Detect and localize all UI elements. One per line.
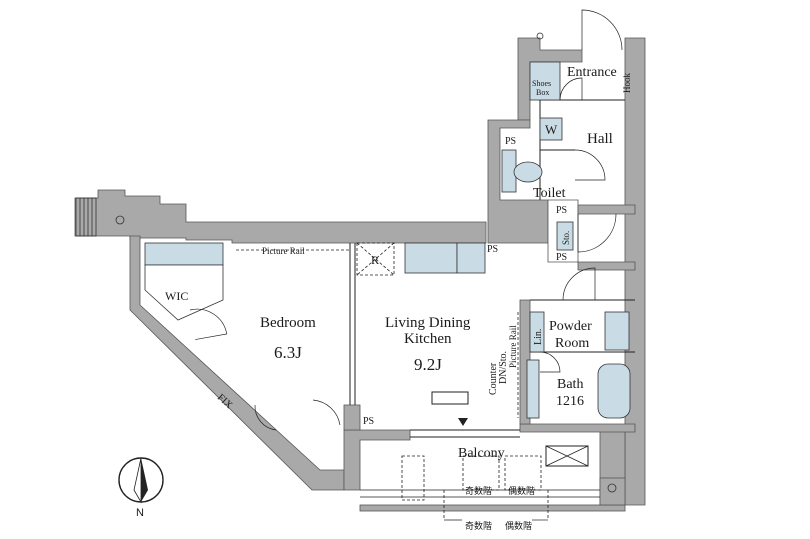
label-bottom-odd: 奇数階 [465,520,492,531]
doors [189,9,623,431]
label-bath-size: 1216 [556,394,584,409]
label-ps-bottom: PS [363,416,374,427]
kitchen-sink [404,242,458,274]
label-powder-line1: Powder [549,319,592,334]
bathtub [597,363,631,419]
washer-space [539,117,563,141]
wic-area [144,264,224,321]
label-entrance: Entrance [567,65,617,80]
label-ldk-line1: Living Dining [385,315,471,331]
leader-lines [443,490,549,521]
label-ladder-odd: 奇数階 [465,485,492,496]
label-ps-mid2: PS [556,252,567,263]
label-sto: Sto. [561,231,571,245]
label-dn-sto: DN/Sto. [498,351,509,384]
label-ldk-size: 9.2J [414,355,442,374]
shoes-box [529,61,561,101]
label-toilet: Toilet [533,186,566,201]
dashed-elements [236,242,589,501]
label-picture-rail-ldk: Picture Rail [508,325,518,368]
label-r: R [371,253,379,267]
wic-shelf [144,242,224,266]
label-bath: Bath [557,377,583,392]
label-box: Box [536,88,549,97]
fixtures [144,61,631,419]
label-counter: Counter [488,362,499,395]
label-north: N [136,507,144,519]
label-ldk-line2: Kitchen [404,331,452,347]
label-powder-line2: Room [555,336,589,351]
counter-block [526,359,540,419]
kitchen-stove [456,242,486,274]
label-shoes: Shoes [532,79,551,88]
sto-cabinet [556,221,574,251]
label-bedroom-size: 6.3J [274,343,302,362]
north-arrow-icon [141,458,148,502]
drain-icon [607,483,617,493]
left-balcony-rail [75,197,125,237]
label-ps-top: PS [505,136,516,147]
label-hall: Hall [587,131,613,147]
label-picture-rail-bedroom: Picture Rail [262,246,305,256]
label-ladder-even: 偶数階 [508,485,535,496]
label-ps-mid1: PS [556,205,567,216]
label-lin: Lin. [533,329,544,345]
labels: Entrance Hook Shoes Box W Hall PS Toilet… [136,65,632,531]
label-w: W [545,122,558,137]
linen-shelf [529,311,545,353]
label-bottom-even: 偶数階 [505,520,532,531]
label-balcony: Balcony [458,446,505,461]
label-bedroom: Bedroom [260,315,316,331]
label-hook: Hook [622,73,632,93]
label-ps-kitchen: PS [487,244,498,255]
toilet-bowl [513,161,543,183]
vent-icon [536,32,544,40]
powder-sink [604,311,630,351]
label-wic: WIC [165,289,188,303]
entrance-marker-icon [458,418,468,426]
compass [118,457,164,504]
